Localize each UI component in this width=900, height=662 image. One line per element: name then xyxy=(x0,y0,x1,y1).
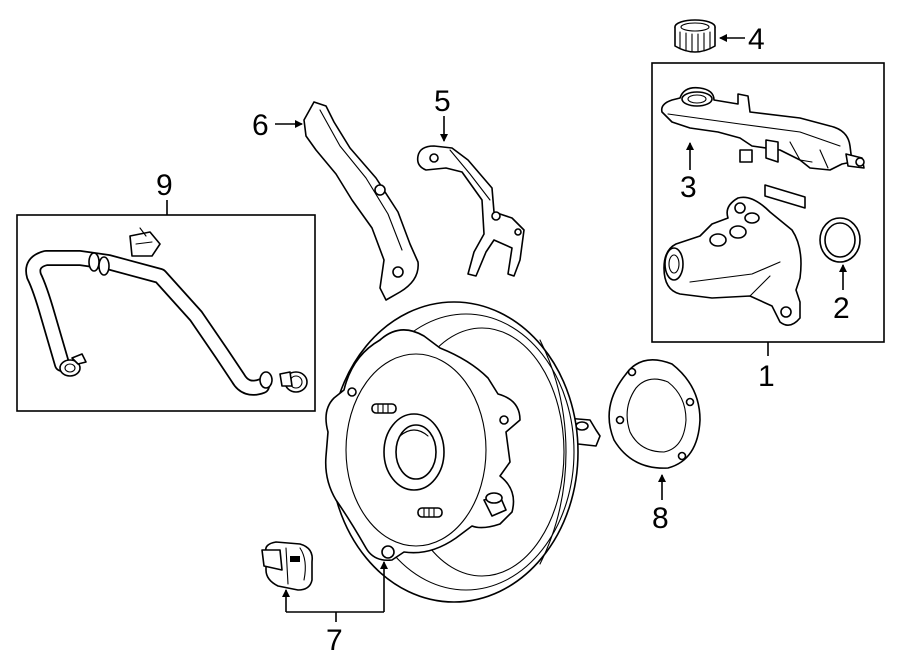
check-valve-fitting xyxy=(483,492,507,517)
callout-4: 4 xyxy=(719,23,765,56)
part-6-bracket xyxy=(303,101,419,301)
part-2-seal-ring xyxy=(819,217,861,263)
callout-2-label: 2 xyxy=(833,292,850,325)
vacuum-hose xyxy=(25,250,273,396)
callout-6-label: 6 xyxy=(252,109,269,142)
callout-1-label: 1 xyxy=(758,360,775,393)
callout-8-label: 8 xyxy=(652,502,669,535)
part-9-hose-box xyxy=(16,214,316,412)
callout-9: 9 xyxy=(156,169,173,215)
brake-booster xyxy=(324,301,601,603)
callout-5: 5 xyxy=(434,85,451,142)
callout-7-label: 7 xyxy=(326,624,343,657)
hose-clip-top xyxy=(129,227,161,257)
retaining-pin xyxy=(764,184,806,209)
booster-stud-upper xyxy=(371,403,397,414)
part-5-bracket xyxy=(416,145,525,277)
callout-3-label: 3 xyxy=(680,171,697,204)
callout-6: 6 xyxy=(252,109,303,142)
callout-2: 2 xyxy=(833,264,850,325)
hose-clamp-right xyxy=(279,371,308,393)
part-8-gasket xyxy=(608,358,701,469)
hose-clamp-left xyxy=(59,353,87,377)
callout-8: 8 xyxy=(652,474,669,535)
part-4-reservoir-cap xyxy=(674,19,716,53)
callout-5-label: 5 xyxy=(434,85,451,118)
callout-1: 1 xyxy=(758,342,775,393)
part-7-sensor xyxy=(261,541,314,591)
booster-stud-lower xyxy=(417,507,443,518)
callout-9-label: 9 xyxy=(156,169,173,202)
master-cylinder-body xyxy=(663,196,802,326)
callout-4-label: 4 xyxy=(748,23,765,56)
part-3-reservoir xyxy=(660,86,865,171)
callout-3: 3 xyxy=(680,142,697,204)
callout-7: 7 xyxy=(282,561,388,657)
